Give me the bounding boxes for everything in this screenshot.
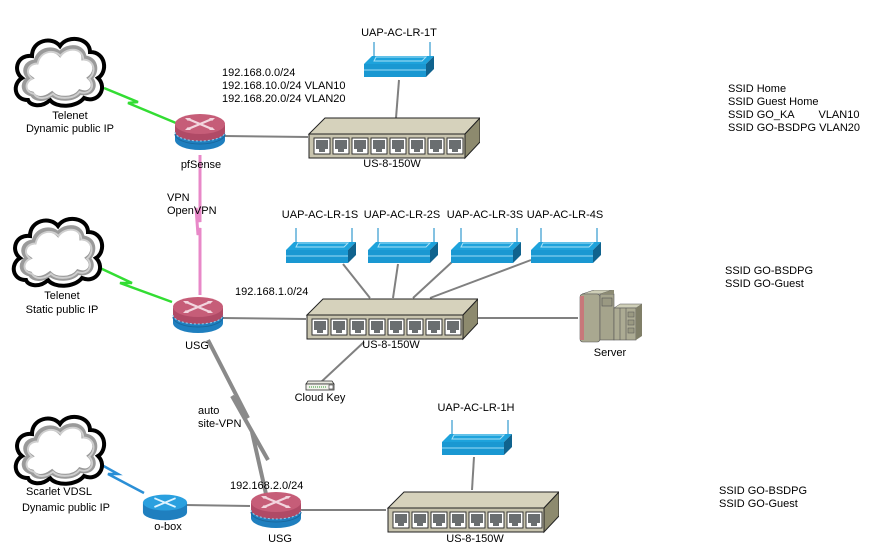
router-icon[interactable] <box>250 490 302 530</box>
access-point-icon[interactable] <box>441 420 512 456</box>
cloud-label-isp: Telenet <box>52 110 88 122</box>
link-cloudkey-switch2 <box>319 341 365 384</box>
link-ap4s-switch2 <box>429 259 532 299</box>
subnet-label: 192.168.20.0/24 VLAN20 <box>222 93 346 105</box>
ssid-label: SSID Guest Home <box>728 96 819 108</box>
switch-label: US-8-150W <box>362 339 420 351</box>
access-point-label: UAP-AC-LR-2S <box>363 209 441 221</box>
ssid-label: SSID GO-BSDPG VLAN20 <box>728 122 861 134</box>
vpn-link-site <box>206 339 270 495</box>
modem-icon[interactable] <box>142 493 188 522</box>
link-ap1s-switch2 <box>342 263 371 299</box>
ssid-label: SSID GO-Guest <box>725 278 804 290</box>
switch-label: US-8-150W <box>363 158 421 170</box>
modem-label: o-box <box>154 521 182 533</box>
vpn-label: VPN <box>167 192 190 204</box>
link-ap3s-switch2 <box>412 261 453 299</box>
ssid-label: SSID GO-BSDPG <box>719 485 808 497</box>
cloud-label-isp: Scarlet VDSL <box>25 486 93 498</box>
access-point-icon[interactable] <box>530 228 601 264</box>
access-point-icon[interactable] <box>363 42 434 78</box>
router-label: pfSense <box>180 159 222 171</box>
wan-link-telenet-dynamic <box>103 86 177 125</box>
server-label: Server <box>593 347 627 359</box>
vpn-label: OpenVPN <box>167 205 217 217</box>
router-label: USG <box>268 533 292 545</box>
link-pfsense-switch1 <box>223 135 309 138</box>
access-point-icon[interactable] <box>285 228 356 264</box>
wan-link-scarlet <box>99 462 145 495</box>
switch-icon[interactable] <box>306 298 478 340</box>
vpn-label: auto <box>198 405 220 417</box>
switch-icon[interactable] <box>308 117 480 159</box>
switch-icon[interactable] <box>387 491 559 533</box>
cloud-key-icon[interactable] <box>305 380 335 391</box>
cloud-label-ip-type: Static public IP <box>25 304 99 316</box>
ssid-label: SSID GO-Guest <box>719 498 798 510</box>
vpn-label: site-VPN <box>198 418 242 430</box>
access-point-label: UAP-AC-LR-1T <box>361 27 437 39</box>
vpn-link-openvpn <box>194 155 202 295</box>
link-usg1-switch2 <box>221 317 307 320</box>
subnet-label: 192.168.10.0/24 VLAN10 <box>222 80 346 92</box>
server-icon[interactable] <box>579 290 643 343</box>
router-icon[interactable] <box>172 295 224 335</box>
access-point-label: UAP-AC-LR-3S <box>446 209 524 221</box>
access-point-label: UAP-AC-LR-1S <box>281 209 359 221</box>
access-point-label: UAP-AC-LR-1H <box>437 402 515 414</box>
ssid-label: SSID Home <box>728 83 787 95</box>
subnet-label: 192.168.0.0/24 <box>222 67 296 79</box>
link-ap1t-switch1 <box>395 79 400 119</box>
link-ap1h-switch3 <box>471 456 475 491</box>
internet-cloud-icon <box>16 39 104 106</box>
cloud-label-ip-type: Dynamic public IP <box>21 502 111 514</box>
ssid-label: SSID GO-BSDPG <box>725 265 814 277</box>
cloud-label-isp: Telenet <box>44 290 80 302</box>
link-obox-usg3 <box>184 504 251 507</box>
router-label: USG <box>185 340 209 352</box>
router-icon[interactable] <box>174 112 226 152</box>
subnet-label: 192.168.1.0/24 <box>235 286 309 298</box>
access-point-icon[interactable] <box>450 228 521 264</box>
link-ap2s-switch2 <box>392 263 399 299</box>
ssid-label: SSID GO_KA VLAN10 <box>728 109 860 121</box>
access-point-label: UAP-AC-LR-4S <box>526 209 604 221</box>
cloud-key-label: Cloud Key <box>294 392 346 404</box>
subnet-label: 192.168.2.0/24 <box>230 480 304 492</box>
cloud-label-ip-type: Dynamic public IP <box>25 123 115 135</box>
access-point-icon[interactable] <box>367 228 438 264</box>
switch-label: US-8-150W <box>446 533 504 545</box>
wan-link-telenet-static <box>99 266 173 304</box>
internet-cloud-icon <box>14 219 102 286</box>
internet-cloud-icon <box>16 417 104 484</box>
